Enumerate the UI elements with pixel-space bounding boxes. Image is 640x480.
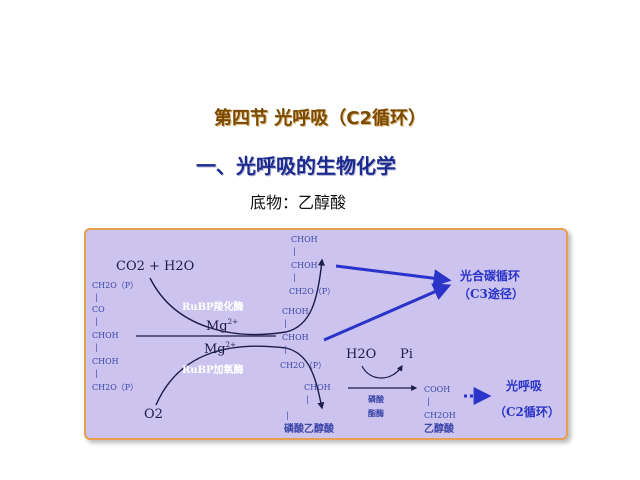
- pga-formula-top: CHOH | CHOH | CH2O（P）: [289, 235, 335, 296]
- formula-line: COOH: [424, 385, 450, 394]
- rubp-line: |: [95, 317, 98, 326]
- glycolate-label: 乙醇酸: [424, 422, 455, 435]
- glycolate-formula: COOH | CH2OH: [424, 385, 456, 420]
- pi-label: Pi: [400, 347, 413, 362]
- phosphoglycolate-label: 磷酸乙醇酸: [284, 422, 335, 435]
- c2-pathway-sub: （C2循环）: [494, 404, 560, 419]
- rubp-line: |: [95, 293, 98, 302]
- rubp-oxygenase-label: RuBP加氧酶: [182, 363, 244, 376]
- c3-pathway-label: 光合碳循环: [459, 268, 520, 283]
- formula-line: CH2O（P）: [289, 287, 335, 296]
- formula-line: CHOH: [282, 307, 309, 316]
- carboxylation-curve: [149, 258, 325, 336]
- formula-line: CHOH: [291, 261, 318, 270]
- formula-line: |: [306, 395, 309, 404]
- rubp-line: CH2O（P）: [92, 383, 138, 392]
- rubp-line: CHOH: [92, 357, 119, 366]
- mg-symbol: Mg: [206, 319, 228, 334]
- reactant-o2: O2: [144, 407, 163, 422]
- arrow-to-c3-top: [335, 264, 452, 288]
- rubp-line: |: [95, 343, 98, 352]
- rubp-line: CH2O（P）: [92, 281, 138, 290]
- phosphoglycolate-formula: CHOH |: [304, 383, 331, 404]
- mg-bottom: Mg2+: [204, 341, 236, 357]
- mg-symbol: Mg: [204, 342, 226, 357]
- formula-line: CHOH: [291, 235, 318, 244]
- formula-line: CHOH: [282, 333, 309, 342]
- phosphatase-curve: [361, 364, 403, 379]
- section-heading: 一、光呼吸的生物化学: [196, 154, 396, 178]
- formula-line: CHOH: [304, 383, 331, 392]
- formula-line: CH2OH: [424, 411, 456, 420]
- c3-pathway-sub: （C3途径）: [458, 286, 524, 301]
- c2-pathway-label: 光呼吸: [505, 378, 543, 393]
- mg-top: Mg2+: [206, 318, 238, 334]
- formula-text: |: [286, 411, 289, 420]
- oxygenation-curve: [155, 345, 325, 410]
- photorespiration-diagram: CO2 + H2O O2 CH2O（P） | CO | CHOH | CHOH …: [84, 228, 568, 440]
- pga-formula-middle: CHOH | CHOH | CH2O（P）: [280, 307, 326, 370]
- formula-line: |: [284, 319, 287, 328]
- rubp-formula: CH2O（P） | CO | CHOH | CHOH | CH2O（P）: [92, 281, 138, 392]
- formula-line: |: [284, 345, 287, 354]
- rubp-line: |: [95, 369, 98, 378]
- water-label: H2O: [346, 347, 376, 362]
- rubp-carboxylase-label: RuBP羧化酶: [182, 300, 244, 313]
- diagram-canvas: CO2 + H2O O2 CH2O（P） | CO | CHOH | CHOH …: [92, 235, 560, 435]
- formula-line: CH2O（P）: [280, 361, 326, 370]
- rubp-line: CHOH: [92, 331, 119, 340]
- page-title: 第四节 光呼吸（C2循环）: [214, 108, 426, 129]
- formula-line: |: [427, 397, 430, 406]
- substrate-text: 底物：乙醇酸: [250, 193, 347, 212]
- mg-charge: 2+: [228, 318, 238, 326]
- phosphatase-label-1: 磷酸: [368, 394, 385, 404]
- mg-charge: 2+: [226, 341, 236, 349]
- phosphatase-label-2: 酯酶: [368, 408, 384, 418]
- formula-line: |: [293, 273, 296, 282]
- arrow-to-c3-bottom: [323, 283, 452, 342]
- reactant-co2-h2o: CO2 + H2O: [116, 259, 194, 274]
- rubp-line: CO: [92, 305, 105, 314]
- formula-line: |: [286, 411, 289, 420]
- formula-line: |: [293, 247, 296, 256]
